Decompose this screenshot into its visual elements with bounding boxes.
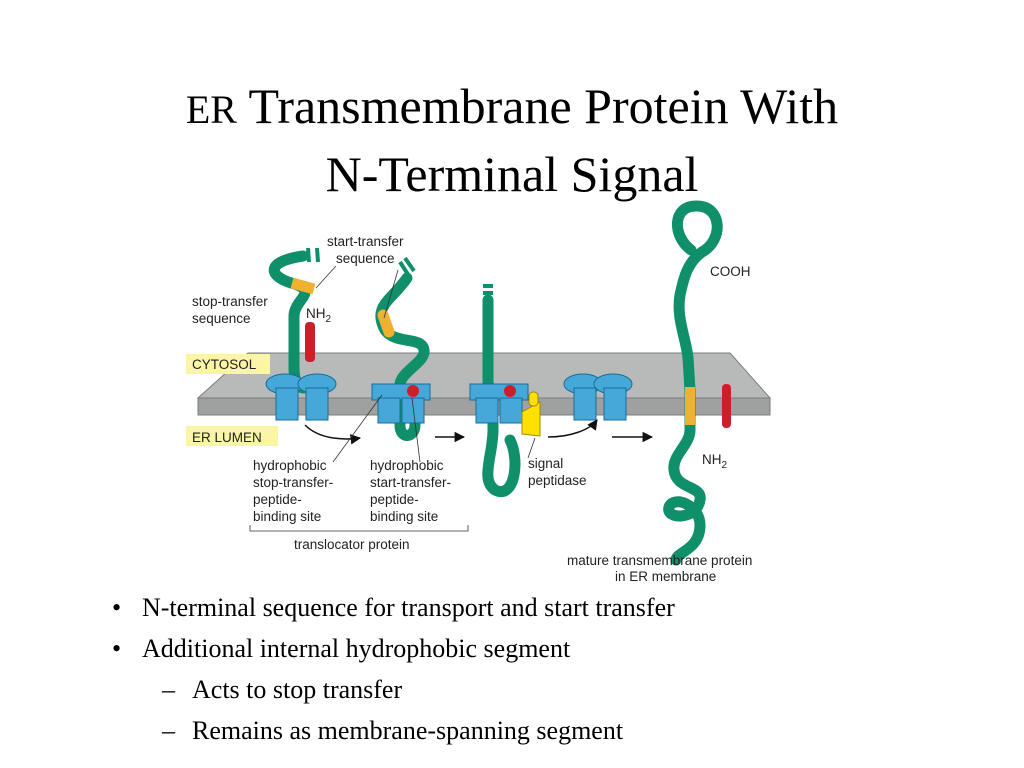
translocator-2 xyxy=(371,383,431,424)
stop-transfer-label-1: stop-transfer xyxy=(192,294,268,309)
mature-protein-label-2: in ER membrane xyxy=(615,569,716,584)
start-transfer-label-2: sequence xyxy=(336,251,395,266)
arrow-step3 xyxy=(547,419,598,438)
signal-peptidase xyxy=(521,391,541,437)
sub-bullet-text: Acts to stop transfer xyxy=(192,675,403,704)
stop-site-label-3: peptide- xyxy=(253,492,302,507)
bullet-item: • Additional internal hydrophobic segment xyxy=(112,628,675,669)
title-prefix: ER xyxy=(185,87,237,132)
start-transfer-leader-2 xyxy=(383,269,399,319)
signal-peptidase-leader xyxy=(527,437,536,459)
nh2-top-label: NH2 xyxy=(306,306,332,325)
translocator-3 xyxy=(469,383,529,424)
free-signal-peptide xyxy=(722,384,731,428)
sub-bullet-marker: – xyxy=(162,675,175,704)
er-lumen-label-bg xyxy=(186,426,278,446)
mature-protein xyxy=(663,200,723,566)
sub-bullet-item: –Acts to stop transfer xyxy=(112,669,675,710)
bullet-text: N-terminal sequence for transport and st… xyxy=(142,593,675,622)
stop-transfer-label-2: sequence xyxy=(192,311,251,326)
stop-site-leader xyxy=(332,394,383,463)
bullet-item: • N-terminal sequence for transport and s… xyxy=(112,587,675,628)
stop-site-label-1: hydrophobic xyxy=(253,458,327,473)
translocator-4 xyxy=(563,373,633,421)
start-transfer-label-1: start-transfer xyxy=(327,234,404,249)
mature-protein-label-1: mature transmembrane protein xyxy=(567,553,752,568)
cytosol-label: CYTOSOL xyxy=(192,357,257,372)
stop-site-label-4: binding site xyxy=(253,509,321,524)
slide-title-line-2: N-Terminal Signal xyxy=(325,146,699,202)
bullet-text: Additional internal hydrophobic segment xyxy=(142,634,571,663)
start-site-label-2: start-transfer- xyxy=(370,475,451,490)
sub-bullet-marker: – xyxy=(162,716,175,745)
stop-site-label-2: stop-transfer- xyxy=(253,475,333,490)
cooh-label: COOH xyxy=(710,264,751,279)
nh2-bottom-label: NH2 xyxy=(702,452,728,471)
bullet-list: • N-terminal sequence for transport and s… xyxy=(112,587,675,751)
slide-title-line-1: ER Transmembrane Protein With xyxy=(0,76,1024,140)
signal-peptidase-label-2: peptidase xyxy=(528,473,587,488)
sub-bullet-item: –Remains as membrane-spanning segment xyxy=(112,710,675,751)
start-transfer-leader-1 xyxy=(315,265,337,289)
translocator-protein-label: translocator protein xyxy=(294,537,410,552)
bullet-marker: • xyxy=(112,593,122,622)
sub-bullet-text: Remains as membrane-spanning segment xyxy=(192,716,624,745)
start-site-label-1: hydrophobic xyxy=(370,458,444,473)
title-line-1-text: Transmembrane Protein With xyxy=(236,78,839,134)
cytosol-label-bg xyxy=(186,354,270,374)
translocator-bracket xyxy=(249,525,469,532)
bullet-marker: • xyxy=(112,634,122,663)
start-site-label-3: peptide- xyxy=(370,492,419,507)
signal-peptidase-label-1: signal xyxy=(528,456,563,471)
start-site-leader xyxy=(411,397,421,463)
arrow-step1 xyxy=(304,424,362,445)
translocator-1 xyxy=(265,373,337,421)
er-lumen-label: ER LUMEN xyxy=(192,430,262,445)
start-site-label-4: binding site xyxy=(370,509,438,524)
